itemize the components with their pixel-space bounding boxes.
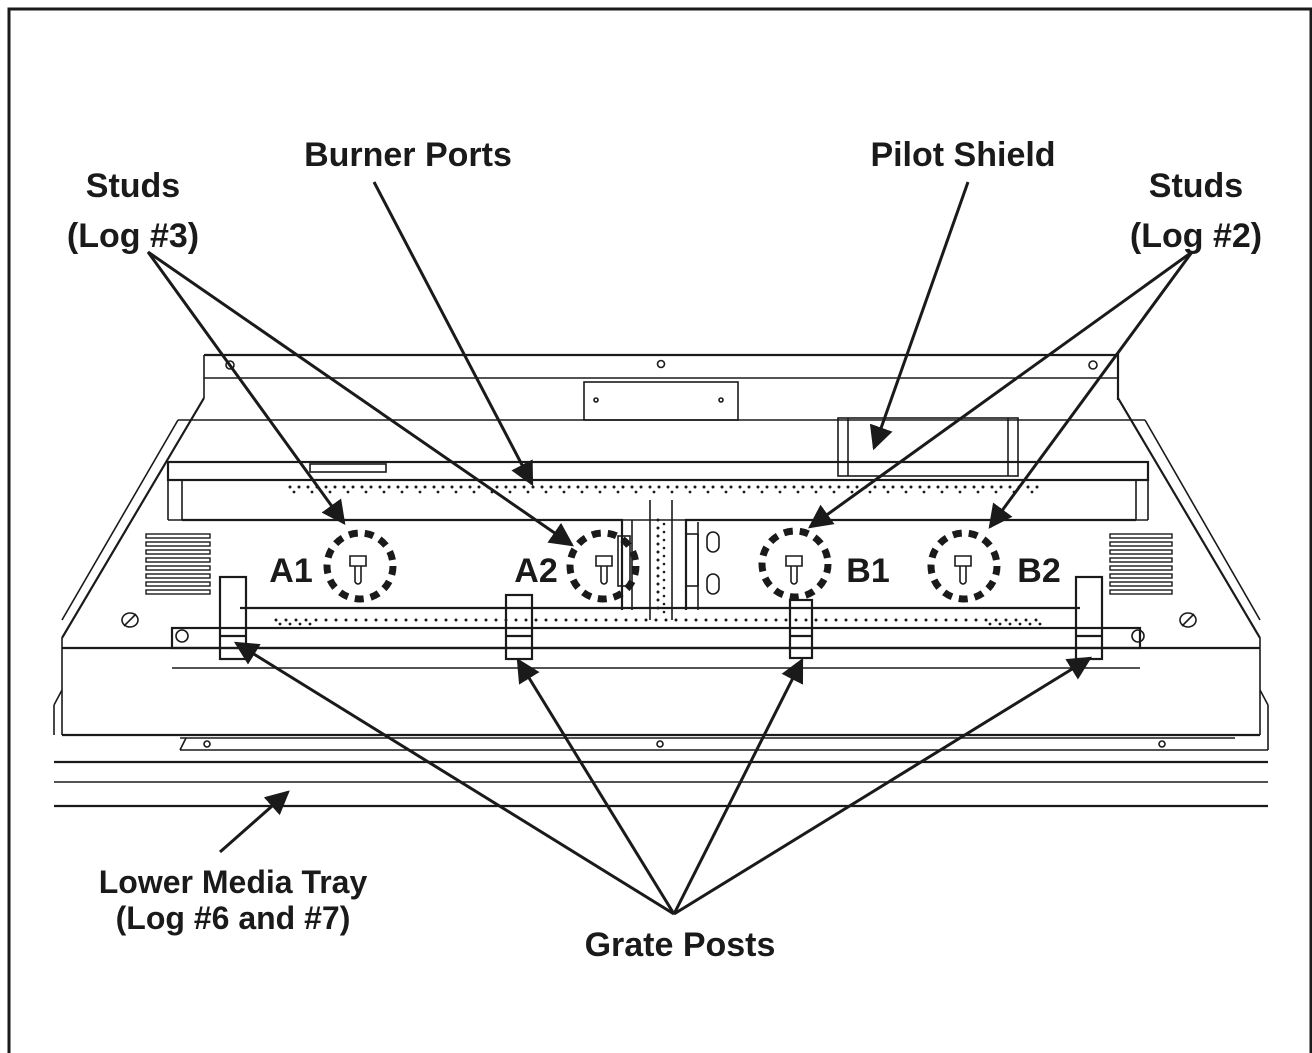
- callout-arrows: [146, 181, 1194, 916]
- arrow-grate-post-3: [672, 657, 804, 915]
- arrow-lower-media-tray: [219, 790, 290, 854]
- label-studs-log2-line2: (Log #2): [1130, 217, 1262, 255]
- callout-labels: Studs (Log #3) Burner Ports Pilot Shield…: [67, 136, 1262, 964]
- label-stud-b1: B1: [846, 552, 889, 590]
- arrow-grate-post-4: [673, 656, 1093, 916]
- stud-circle-b2: [927, 529, 1001, 603]
- arrow-grate-post-1: [233, 641, 675, 916]
- label-stud-b2: B2: [1017, 552, 1060, 590]
- label-stud-a1: A1: [269, 552, 312, 590]
- arrow-studs-log2-b2: [988, 251, 1194, 529]
- side-vents: [145, 533, 1173, 595]
- label-pilot-shield: Pilot Shield: [870, 136, 1055, 174]
- arrow-studs-log3-a2: [147, 250, 574, 547]
- figure-border: [7, 7, 1312, 1053]
- firebox-drawing: [53, 353, 1269, 808]
- label-grate-posts: Grate Posts: [585, 926, 776, 964]
- label-stud-a2: A2: [514, 552, 557, 590]
- arrow-studs-log2-b1: [808, 250, 1193, 529]
- stud-circle-b1: [758, 527, 832, 601]
- label-lower-media-tray-line2: (Log #6 and #7): [116, 900, 351, 936]
- label-studs-log2-line1: Studs: [1149, 167, 1243, 205]
- arrow-grate-post-2: [516, 657, 676, 915]
- label-lower-media-tray-line1: Lower Media Tray: [99, 864, 368, 900]
- stud-circle-a1: [323, 529, 397, 603]
- arrow-burner-ports: [372, 181, 534, 487]
- label-burner-ports: Burner Ports: [304, 136, 512, 174]
- stud-highlight-circles: [323, 527, 1001, 603]
- label-studs-log3-line2: (Log #3): [67, 217, 199, 255]
- stud-circle-a2: [566, 529, 640, 603]
- arrow-studs-log3-a1: [146, 251, 346, 525]
- arrow-pilot-shield: [869, 181, 970, 451]
- label-studs-log3-line1: Studs: [86, 167, 180, 205]
